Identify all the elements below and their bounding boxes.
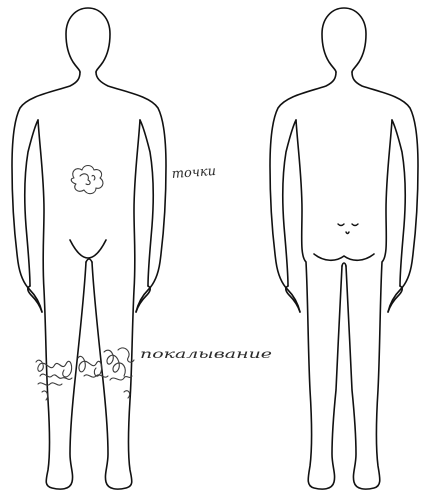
back-left-inner-arm: [283, 120, 296, 286]
back-dimples: [338, 224, 358, 234]
front-right-side: [96, 72, 166, 312]
abdomen-scribble-mark: [71, 166, 103, 194]
back-right-torso: [346, 120, 392, 489]
back-right-side: [352, 72, 418, 312]
front-left-side: [12, 72, 80, 312]
front-body-outline: [12, 8, 166, 489]
abdomen-annotation-label: точки: [171, 164, 216, 182]
back-right-inner-arm: [392, 120, 405, 286]
front-head: [66, 8, 110, 72]
back-body-outline: [270, 8, 418, 489]
back-buttocks: [314, 254, 374, 260]
front-crotch: [70, 240, 106, 258]
back-left-side: [270, 72, 336, 312]
front-right-inner-arm: [140, 120, 153, 286]
back-left-torso: [296, 120, 342, 489]
knee-annotation-label: покалывание: [140, 347, 272, 361]
front-left-inner-arm: [25, 120, 38, 286]
front-right-torso: [92, 120, 140, 489]
back-head: [322, 8, 366, 72]
front-left-torso: [38, 120, 86, 489]
knee-scribble-mark: [36, 348, 134, 400]
